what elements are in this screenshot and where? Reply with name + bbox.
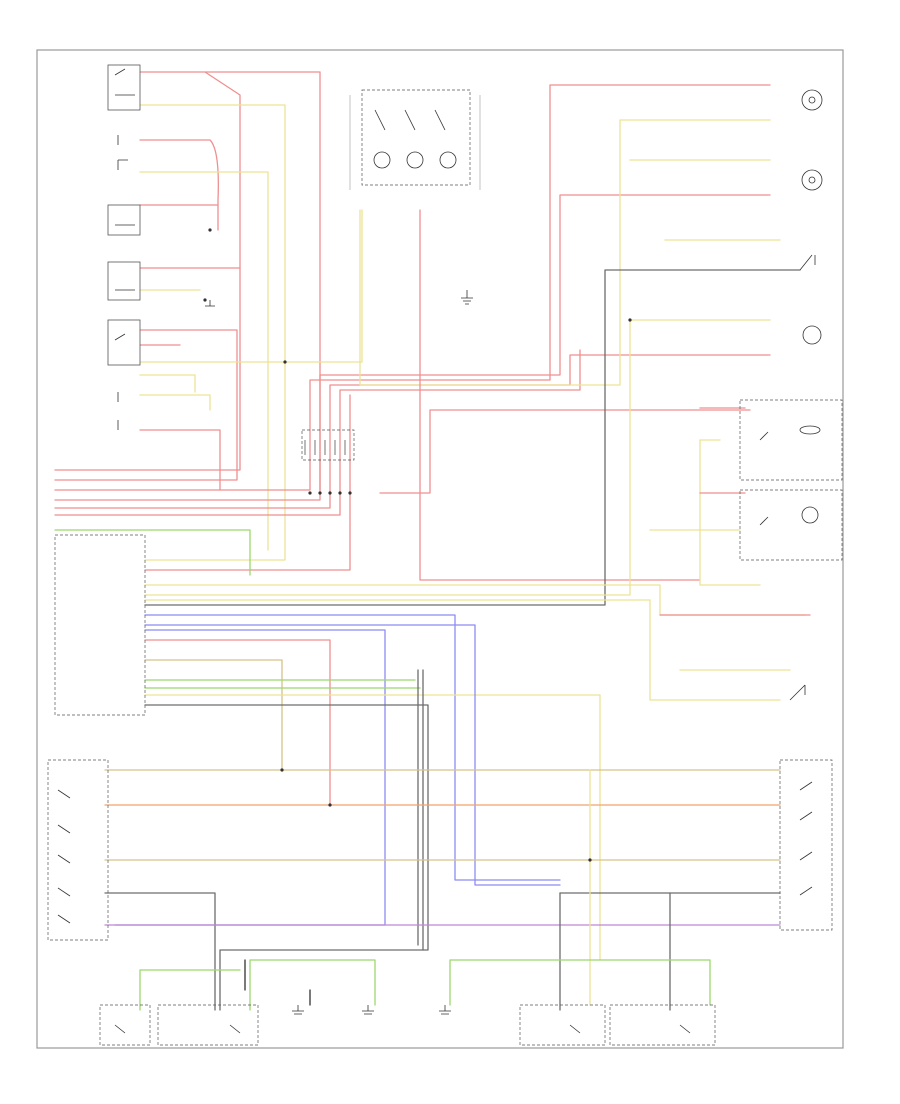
wire-red [144,639,331,806]
wire-red [144,394,351,571]
wire-green [139,969,241,1011]
right-vanity-mirror-box [739,399,843,481]
wire-red [54,71,241,471]
wire-yellow [144,694,601,961]
right-switch-1 [799,254,816,271]
wire-yellow [144,319,771,596]
ground-symbol [205,300,215,307]
wire-green [249,959,376,1011]
junction-dots [203,228,632,862]
left-vanity-mirror-box [739,489,843,561]
wire-yellow [139,209,363,363]
wire-yellow [359,119,771,386]
top-center-component [349,89,481,190]
wire-yellow [144,599,781,701]
wire-red [54,329,238,481]
diagram-frame [36,49,844,1049]
bottom-switch-3 [519,1004,606,1046]
ground-symbol [461,290,473,305]
wire-blue [144,624,561,886]
right-lamp-2 [801,169,823,191]
wire-grey [104,892,216,1011]
right-lamp-3 [802,325,822,345]
ground-symbol [439,1005,451,1015]
left-switch-4 [107,261,141,301]
wire-red [54,194,771,501]
wire-red [54,354,771,509]
wire-yellow [139,171,269,551]
lower-left-module [47,759,109,941]
wire-blue [144,614,561,881]
left-switch-2 [117,135,128,170]
ground-symbol [362,1005,374,1015]
lower-right-module [779,759,833,931]
wire-green [449,959,711,1006]
wire-red [54,349,581,516]
connector-bundle [301,429,355,461]
right-lower-switch [789,684,806,701]
central-module [54,534,146,716]
wire-red [139,139,219,231]
wire-red [139,71,321,491]
wire-yellow [699,439,761,586]
wire-red [419,209,701,581]
wire-red [54,84,771,491]
left-switch-1 [107,64,141,111]
wire-red [139,429,221,491]
wire-tan [144,659,283,771]
wire-yellow [139,374,196,393]
bottom-switch-1 [99,1004,151,1046]
ground-symbol [292,1005,304,1015]
bottom-switch-4 [609,1004,716,1046]
wire-yellow [139,394,211,411]
left-switch-5 [107,319,141,366]
right-lamp-1 [801,89,823,111]
wire-green [54,529,251,576]
wire-blue [114,629,386,926]
bottom-switch-2 [157,1004,259,1046]
wire-red [379,409,751,494]
wire-yellow [139,104,286,561]
left-switch-3 [107,204,141,236]
wire-grey [144,269,801,606]
